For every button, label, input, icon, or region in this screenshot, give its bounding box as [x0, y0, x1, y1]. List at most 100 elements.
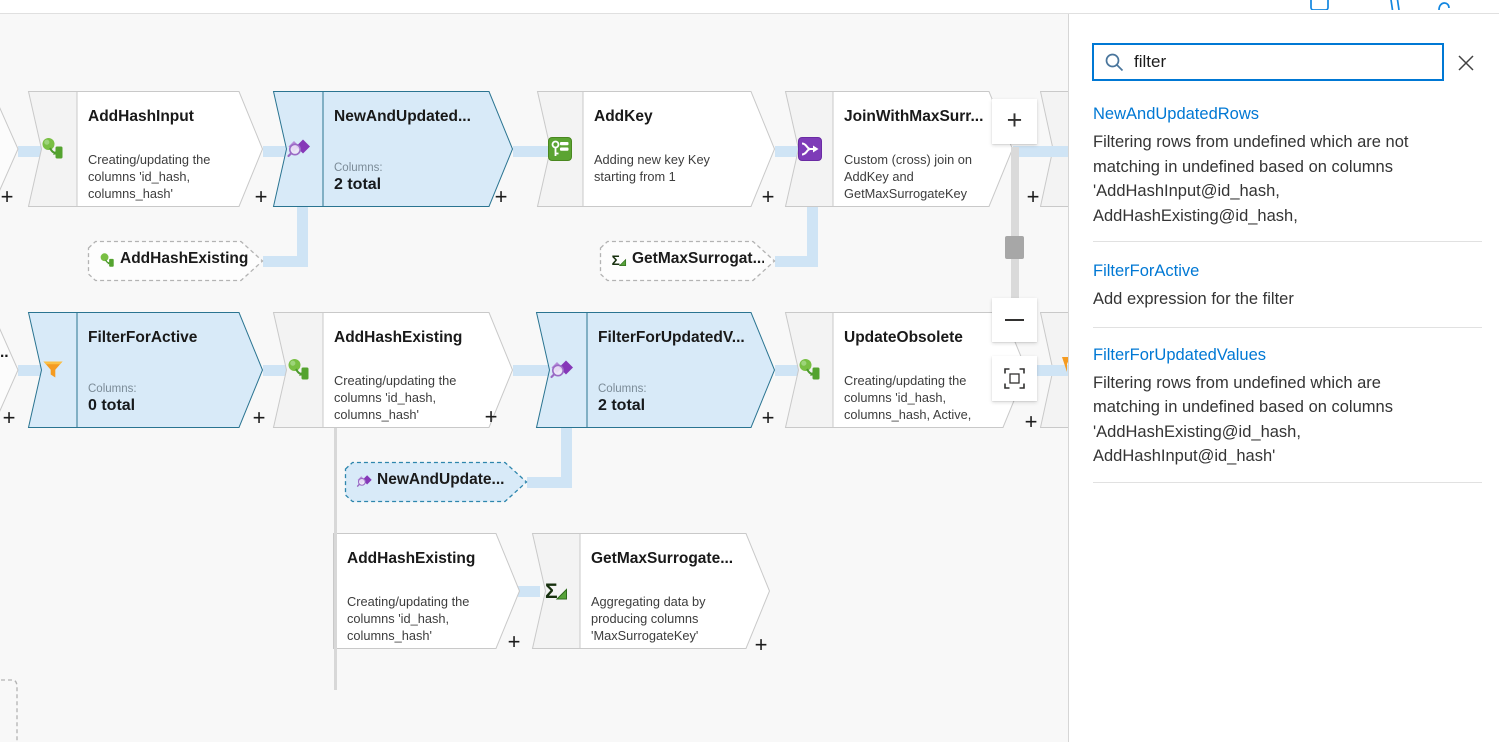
- connector: [18, 364, 45, 376]
- ref-label: GetMaxSurrogat...: [632, 250, 764, 267]
- connector: [1045, 364, 1068, 376]
- connector: [263, 364, 290, 376]
- ref-getmaxsurrogatekey[interactable]: Σ GetMaxSurrogat...: [599, 240, 776, 282]
- zoom-in-button[interactable]: +: [992, 99, 1037, 144]
- add-transformation-button[interactable]: +: [754, 632, 768, 657]
- node-columns-total: 2 total: [334, 176, 382, 193]
- clipped-toolbar-icon[interactable]: [1308, 0, 1332, 10]
- search-result-link[interactable]: FilterForActive: [1093, 262, 1200, 280]
- add-transformation-button[interactable]: +: [1024, 409, 1038, 434]
- search-panel: NewAndUpdatedRows Filtering rows from un…: [1070, 14, 1499, 742]
- connector: [1040, 145, 1068, 157]
- fit-to-screen-icon: [1004, 368, 1025, 389]
- ref-label: AddHashExisting: [120, 250, 249, 267]
- connector: [561, 428, 572, 488]
- node-columns-label: Columns:: [88, 383, 137, 395]
- node-description: Creating/updating the columns 'id_hash, …: [347, 594, 470, 643]
- clipped-node-tail: [0, 328, 19, 412]
- zoom-out-icon: [1005, 319, 1024, 321]
- node-filterforactive[interactable]: FilterForActive Columns: 0 total: [27, 312, 264, 428]
- search-result: FilterForActive Add expression for the f…: [1093, 261, 1482, 328]
- node-addhashinput[interactable]: AddHashInput Creating/updating the colum…: [27, 91, 264, 207]
- svg-text:Σ: Σ: [612, 253, 620, 268]
- node-title: FilterForUpdatedV...: [598, 329, 745, 346]
- filter-icon: [43, 361, 63, 378]
- close-icon[interactable]: [1454, 51, 1478, 75]
- connector: [513, 145, 550, 157]
- ref-newandupdatedrows[interactable]: NewAndUpdate...: [344, 461, 528, 503]
- node-columns-total: 2 total: [598, 397, 646, 414]
- node-columns-total: 0 total: [88, 397, 136, 414]
- add-transformation-button[interactable]: +: [507, 629, 521, 654]
- connector-gray: [334, 428, 337, 690]
- node-title: AddKey: [594, 108, 653, 125]
- derived-column-icon: [100, 253, 114, 267]
- search-input[interactable]: [1134, 52, 1442, 72]
- surrogate-key-icon: [548, 137, 572, 161]
- node-getmaxsurrogatekey[interactable]: Σ GetMaxSurrogate... Aggregating data by…: [531, 533, 771, 649]
- zoom-slider-track[interactable]: [1011, 147, 1019, 298]
- node-addhashexisting[interactable]: AddHashExisting Creating/updating the co…: [272, 312, 514, 428]
- add-transformation-button[interactable]: +: [494, 184, 508, 209]
- exists-icon: [356, 475, 372, 487]
- node-joinwithmaxsurrogatekey[interactable]: JoinWithMaxSurr... Custom (cross) join o…: [784, 91, 1014, 207]
- add-transformation-button[interactable]: +: [252, 405, 266, 430]
- clipped-node-title: ..: [0, 344, 9, 361]
- search-result-description: Filtering rows from undefined which are …: [1093, 373, 1393, 466]
- add-transformation-button[interactable]: +: [254, 184, 268, 209]
- aggregate-icon: Σ: [612, 253, 627, 268]
- search-icon: [1105, 53, 1124, 71]
- derived-column-icon: [42, 138, 63, 159]
- node-updateobsolete[interactable]: UpdateObsolete Creating/updating the col…: [784, 312, 1028, 428]
- search-result-link[interactable]: NewAndUpdatedRows: [1093, 105, 1260, 123]
- clipped-toolbar-icon[interactable]: [1436, 0, 1452, 10]
- dataflow-canvas[interactable]: .. AddHashInput Creating/updating the co…: [0, 14, 1069, 742]
- node-title: GetMaxSurrogate...: [591, 550, 734, 567]
- connector: [18, 145, 45, 157]
- node-newandupdatedrows[interactable]: NewAndUpdated... Columns: 2 total: [272, 91, 514, 207]
- search-result-link[interactable]: FilterForUpdatedValues: [1093, 345, 1267, 364]
- svg-text:Σ: Σ: [545, 580, 558, 603]
- node-description: Creating/updating the columns 'id_hash, …: [334, 373, 457, 422]
- join-icon: [798, 137, 822, 161]
- aggregate-icon: Σ: [545, 580, 567, 603]
- node-description: Adding new key Key starting from 1: [594, 152, 710, 184]
- clipped-funnel-icon: [1062, 357, 1068, 372]
- connector: [775, 145, 800, 157]
- ref-label: NewAndUpdate...: [377, 471, 505, 488]
- clipped-toolbar-icon[interactable]: [1384, 0, 1404, 10]
- search-result-description: Add expression for the filter: [1093, 290, 1294, 308]
- connector: [807, 207, 818, 262]
- zoom-slider-thumb[interactable]: [1005, 236, 1024, 259]
- zoom-in-icon: +: [1006, 104, 1023, 135]
- ref-addhashexisting[interactable]: AddHashExisting: [87, 240, 264, 282]
- node-filterforupdatedvalues[interactable]: FilterForUpdatedV... Columns: 2 total: [535, 312, 776, 428]
- connector: [297, 207, 308, 262]
- add-transformation-button[interactable]: +: [1026, 184, 1040, 209]
- add-transformation-button[interactable]: +: [761, 405, 775, 430]
- node-description: Creating/updating the columns 'id_hash, …: [88, 152, 211, 201]
- add-transformation-button[interactable]: +: [761, 184, 775, 209]
- node-description: Custom (cross) join on AddKey and GetMax…: [844, 152, 973, 201]
- node-addkey[interactable]: AddKey Adding new key Key starting from …: [536, 91, 776, 207]
- node-title: UpdateObsolete: [844, 329, 963, 346]
- node-addhashexisting-source[interactable]: AddHashExisting Creating/updating the co…: [333, 533, 521, 649]
- connector: [513, 364, 550, 376]
- node-title: FilterForActive: [88, 329, 198, 346]
- add-transformation-button[interactable]: +: [2, 405, 16, 430]
- node-title: AddHashExisting: [334, 329, 463, 346]
- search-box[interactable]: [1092, 43, 1444, 81]
- add-transformation-button[interactable]: +: [0, 184, 14, 209]
- node-title: NewAndUpdated...: [334, 108, 471, 125]
- exists-icon: [287, 139, 310, 158]
- search-results: NewAndUpdatedRows Filtering rows from un…: [1093, 96, 1482, 483]
- connector: [263, 145, 290, 157]
- derived-column-icon: [799, 359, 820, 380]
- connector: [775, 255, 818, 267]
- connector: [527, 477, 572, 488]
- zoom-out-button[interactable]: [992, 298, 1037, 342]
- add-transformation-button[interactable]: +: [484, 404, 498, 429]
- fit-to-screen-button[interactable]: [992, 356, 1037, 401]
- connector: [775, 364, 800, 376]
